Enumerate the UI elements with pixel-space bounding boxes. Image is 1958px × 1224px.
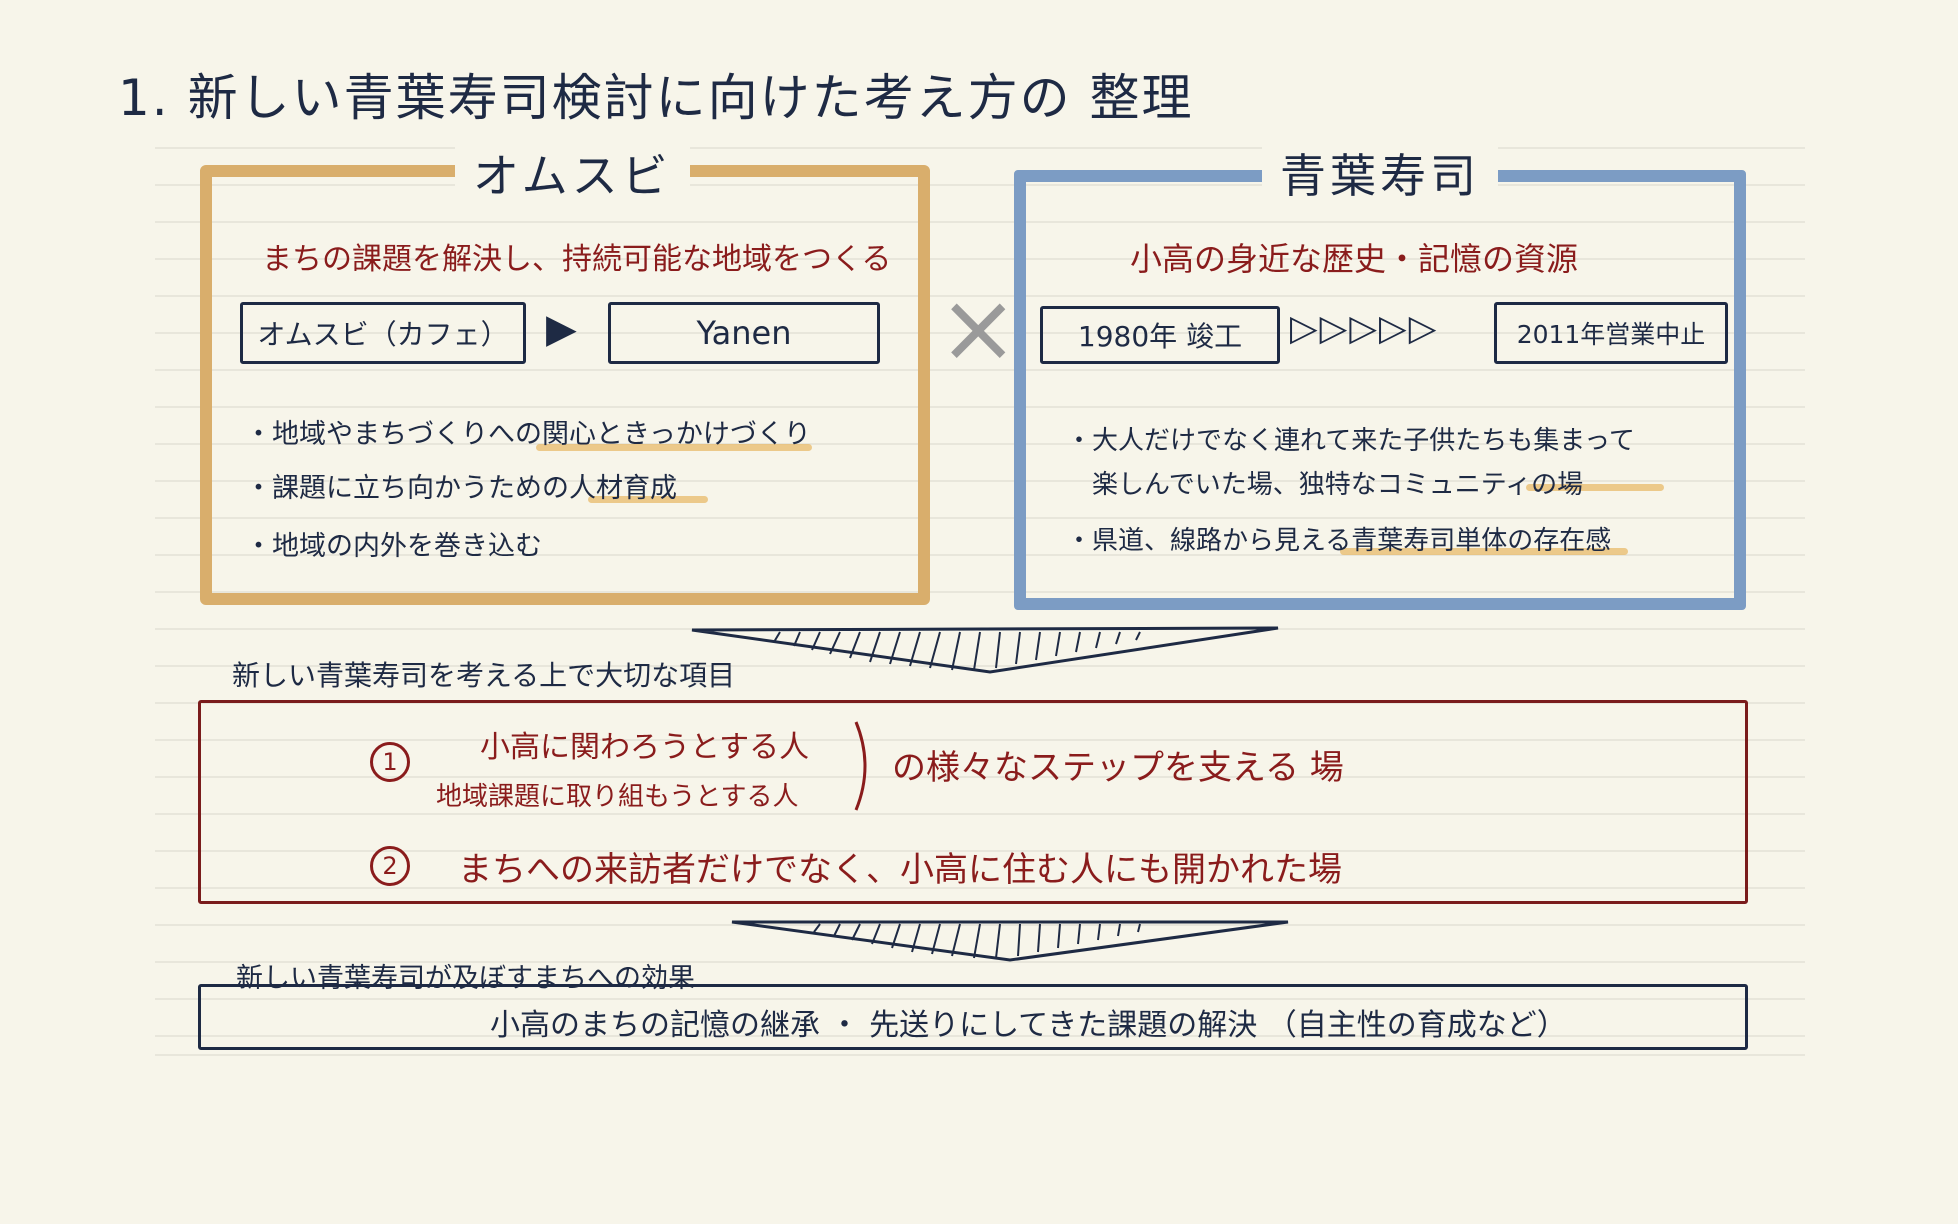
play-arrow-icon: ▶	[546, 306, 577, 352]
omusubi-bullet-3: ・地域の内外を巻き込む	[245, 531, 542, 562]
item-1-number: 1	[370, 742, 410, 782]
aoba-title: 青葉寿司	[1262, 140, 1498, 206]
omusubi-bullet-2: ・課題に立ち向かうための人材育成	[245, 473, 677, 504]
highlight-interest	[536, 444, 812, 451]
built-1980-box: 1980年 竣工	[1040, 306, 1280, 364]
highlight-hr	[588, 496, 708, 503]
highlight-community	[1526, 484, 1664, 491]
page-title: 1. 新しい青葉寿司検討に向けた考え方の 整理	[118, 69, 1194, 127]
effect-box	[198, 984, 1748, 1050]
omusubi-subtitle: まちの課題を解決し、持続可能な地域をつくる	[262, 242, 892, 277]
closed-2011-box: 2011年営業中止	[1494, 302, 1728, 364]
yanen-box: Yanen	[608, 302, 880, 364]
item-2-number: 2	[370, 846, 410, 886]
triangle-arrows: ▷▷▷▷▷	[1290, 308, 1439, 349]
item-1-line-2: 地域課題に取り組もうとする人	[436, 782, 799, 812]
highlight-presence	[1340, 548, 1628, 555]
item-1-suffix: の様々なステップを支える 場	[892, 748, 1344, 788]
down-arrow-hatched-1	[691, 626, 1279, 674]
effect-text: 小高のまちの記憶の継承 ・ 先送りにしてきた課題の解決 （自主性の育成など）	[490, 1008, 1567, 1043]
important-items-heading: 新しい青葉寿司を考える上で大切な項目	[232, 659, 736, 692]
item-1-line-1: 小高に関わろうとする人	[480, 730, 810, 765]
aoba-bullet-1-cont: 楽しんでいた場、独特なコミュニティの場	[1092, 470, 1584, 500]
aoba-bullet-2: ・県道、線路から見える青葉寿司単体の存在感	[1066, 526, 1612, 556]
bracket-right	[854, 721, 867, 811]
aoba-bullet-1: ・大人だけでなく連れて来た子供たちも集まって	[1066, 426, 1635, 456]
down-arrow-hatched-2	[731, 920, 1289, 962]
omusubi-title: オムスビ	[455, 140, 690, 206]
omusubi-bullet-1: ・地域やまちづくりへの関心ときっかけづくり	[245, 419, 811, 450]
item-2-text: まちへの来訪者だけでなく、小高に住む人にも開かれた場	[458, 850, 1342, 890]
aoba-subtitle: 小高の身近な歴史・記憶の資源	[1130, 240, 1579, 278]
omusubi-cafe-box: オムスビ（カフェ）	[240, 302, 526, 364]
effect-heading: 新しい青葉寿司が及ぼすまちへの効果	[236, 963, 695, 994]
important-items-box	[198, 700, 1748, 904]
cross-connector: ×	[938, 272, 1019, 384]
